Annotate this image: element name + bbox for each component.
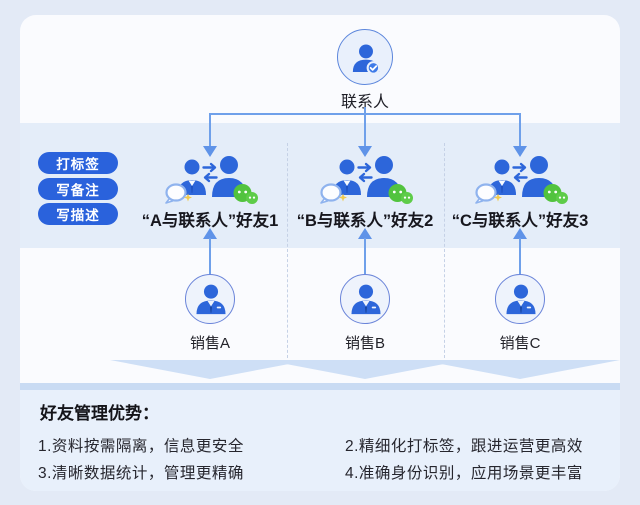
friends-exchange-icon — [162, 152, 258, 204]
column-divider — [287, 143, 288, 363]
arrow-up-icon — [203, 228, 217, 239]
friends-exchange-icon — [472, 152, 568, 204]
sales-label: 销售A — [189, 335, 230, 352]
contact-label: 联系人 — [340, 94, 389, 111]
action-pill-description: 写描述 — [38, 203, 118, 225]
connector-drop-line — [209, 114, 211, 147]
advantage-item: 2.精细化打标签，跟进运营更高效 — [345, 438, 583, 455]
connector-drop-line — [519, 114, 521, 147]
arrow-down-icon — [203, 146, 217, 157]
diagram-card: 联系人 打标签 写备注 写描述 — [20, 15, 620, 491]
contact-node — [337, 29, 393, 85]
friend-group-label: “C与联系人”好友3 — [451, 212, 589, 230]
arrow-up-icon — [513, 228, 527, 239]
chevron-down-icon — [265, 360, 465, 379]
friend-group-label: “B与联系人”好友2 — [296, 212, 434, 230]
sales-node — [495, 274, 545, 324]
advantages-title: 好友管理优势： — [40, 404, 159, 423]
connector-up-line — [209, 238, 211, 274]
arrow-down-icon — [513, 146, 527, 157]
advantages-panel — [20, 383, 620, 491]
arrow-up-icon — [358, 228, 372, 239]
advantage-item: 1.资料按需隔离，信息更安全 — [38, 438, 244, 455]
sales-node — [185, 274, 235, 324]
sales-label: 销售B — [344, 335, 385, 352]
friend-group-label: “A与联系人”好友1 — [141, 212, 279, 230]
advantage-item: 4.准确身份识别，应用场景更丰富 — [345, 465, 583, 482]
friends-exchange-icon — [317, 152, 413, 204]
arrow-down-icon — [358, 146, 372, 157]
chevron-down-icon — [420, 360, 620, 379]
sales-label: 销售C — [499, 335, 541, 352]
connector-up-line — [364, 238, 366, 274]
sales-node — [340, 274, 390, 324]
advantage-item: 3.清晰数据统计，管理更精确 — [38, 465, 244, 482]
action-pill-note: 写备注 — [38, 178, 118, 200]
connector-up-line — [519, 238, 521, 274]
column-divider — [444, 143, 445, 363]
connector-stem — [364, 107, 366, 114]
action-pill-tag: 打标签 — [38, 152, 118, 174]
panel-top-strip — [20, 383, 620, 390]
chevron-down-icon — [110, 360, 310, 379]
connector-drop-line — [364, 114, 366, 147]
